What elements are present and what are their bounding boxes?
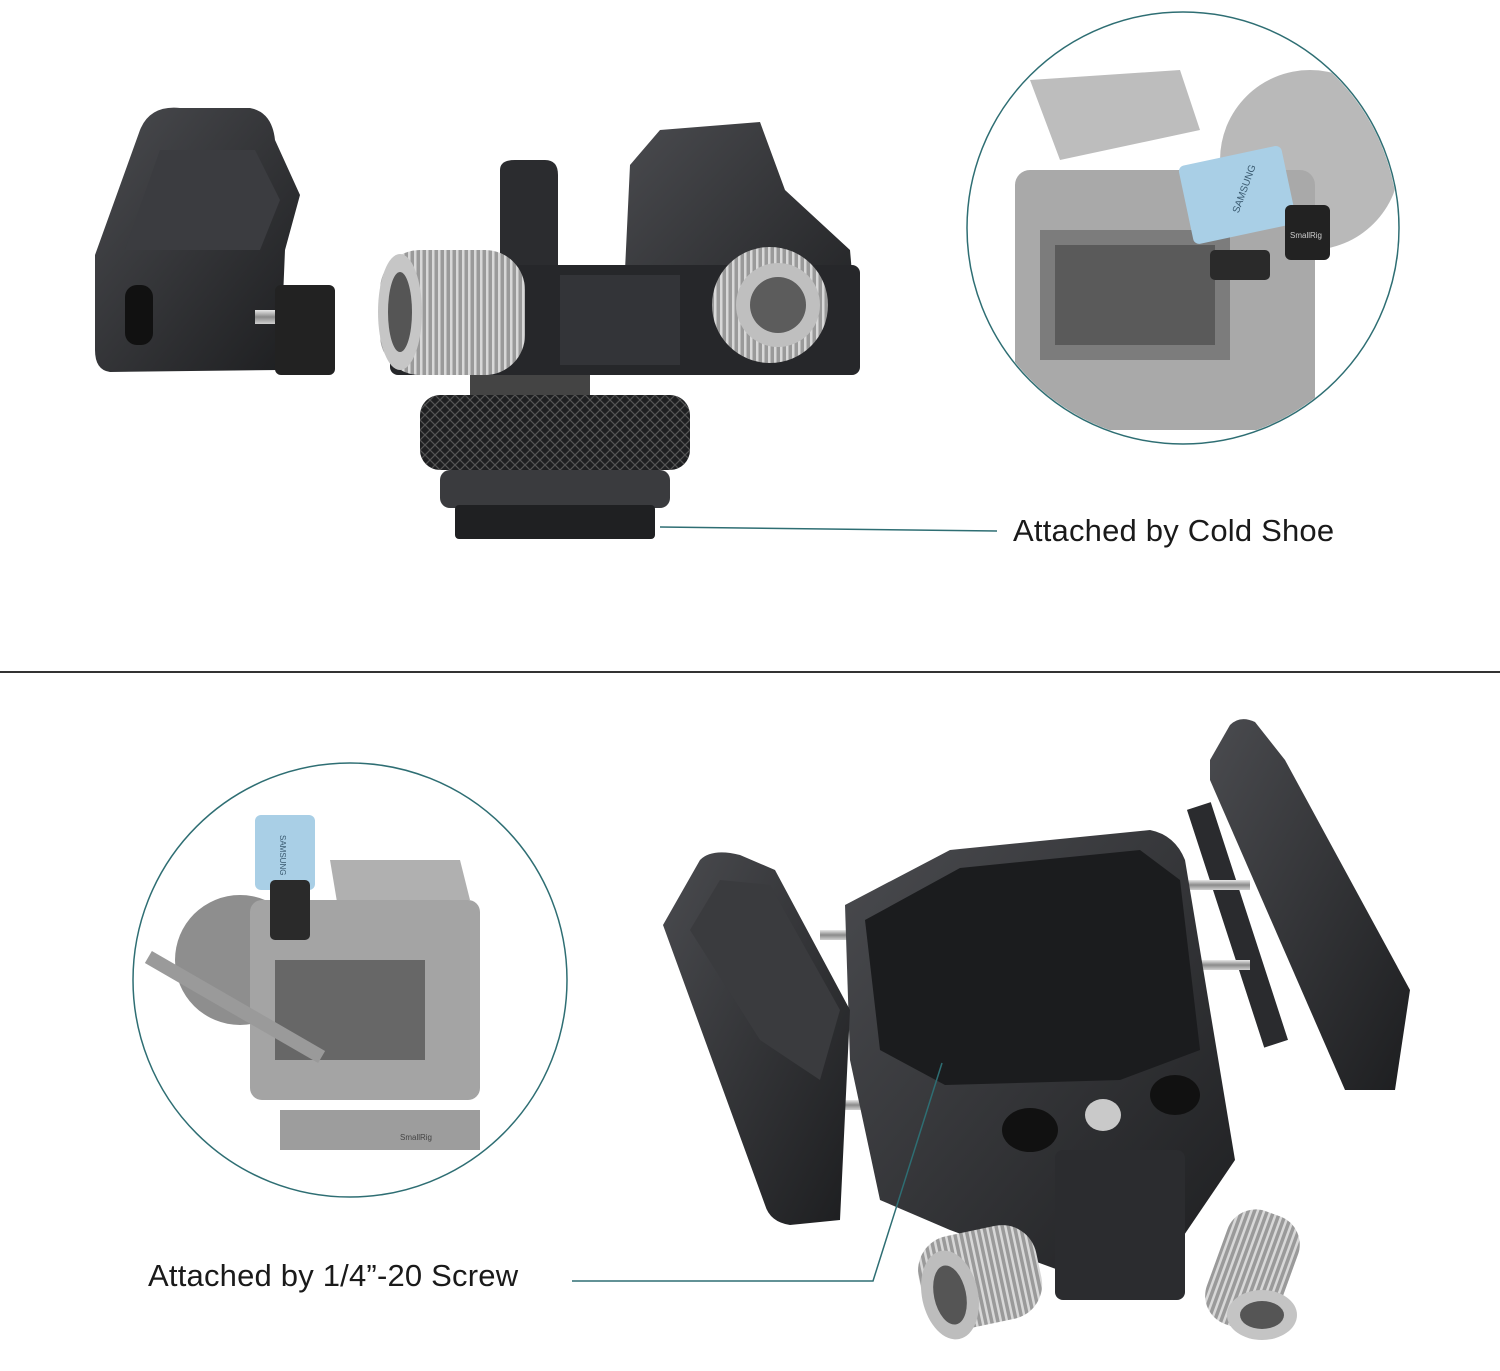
caption-cold-shoe: Attached by Cold Shoe [1013, 513, 1335, 548]
cage-logo-smallrig: SmallRig [400, 1133, 432, 1142]
leader-line-top [659, 526, 998, 532]
section-divider [0, 671, 1500, 673]
leader-line-bottom [572, 1062, 943, 1282]
inset-circle-cage-side-mount: SAMSUNG SmallRig [132, 762, 568, 1198]
ssd-logo-samsung-2: SAMSUNG [278, 835, 287, 875]
caption-screw: Attached by 1/4”-20 Screw [148, 1258, 519, 1293]
screw-mount-product [663, 719, 1410, 1340]
mount-logo-smallrig: SmallRig [1290, 231, 1322, 240]
cold-shoe-mount-product [95, 107, 860, 539]
inset-circle-cage-top-mount: SAMSUNG SmallRig [966, 11, 1400, 445]
